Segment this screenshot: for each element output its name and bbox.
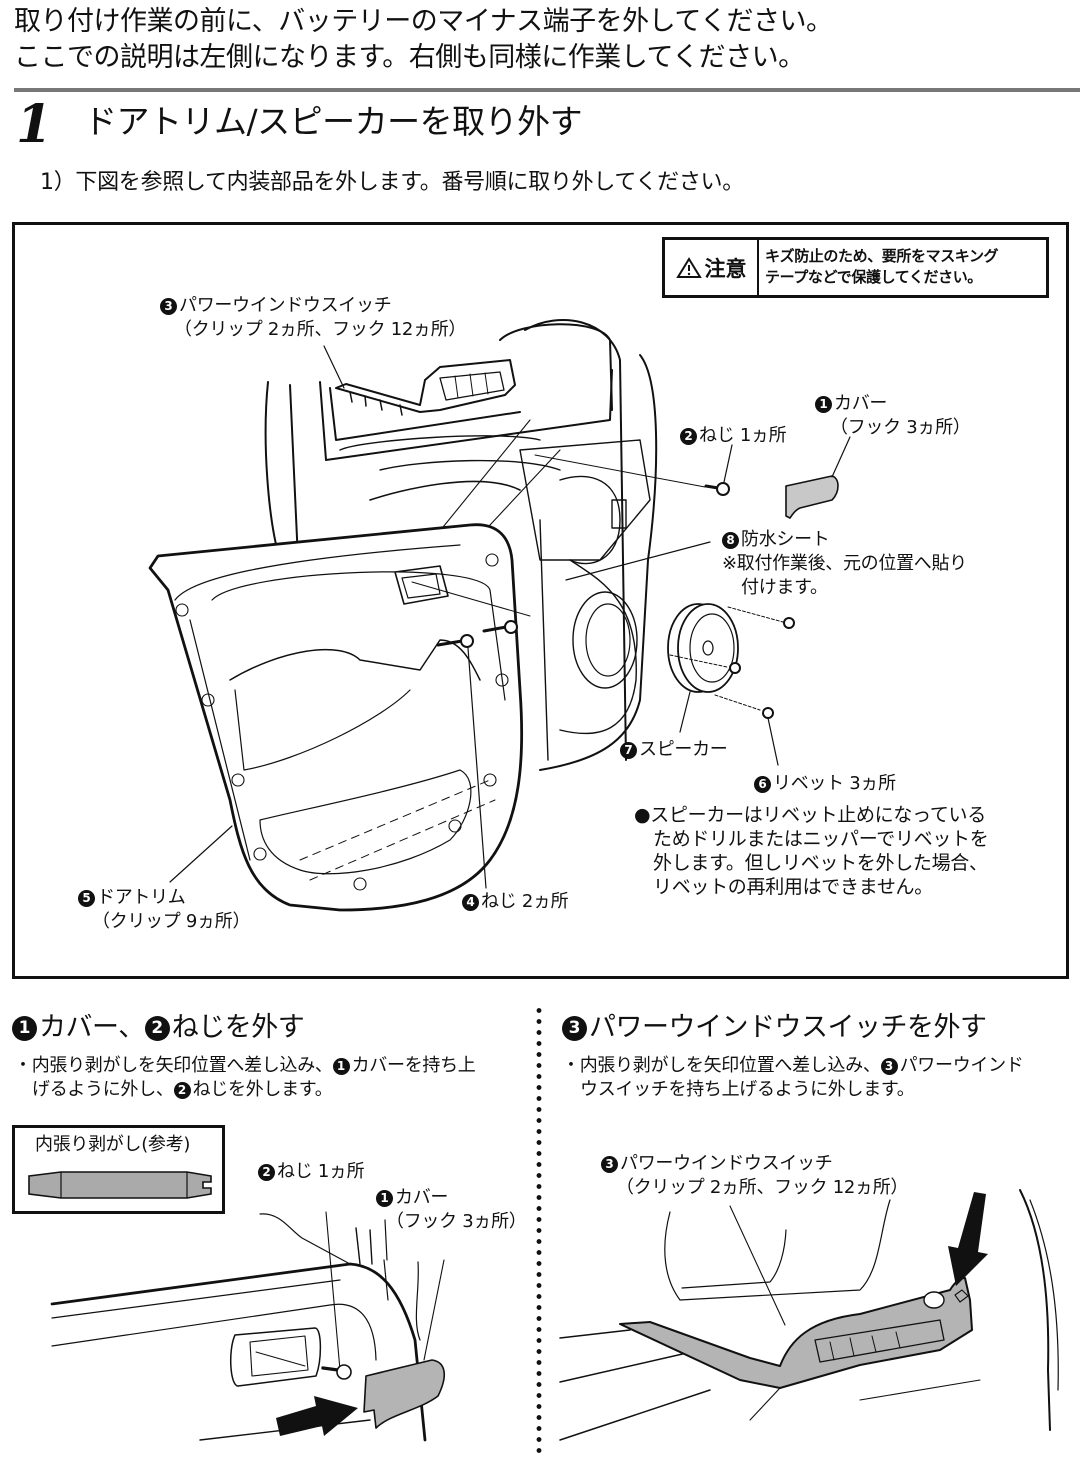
step-instruction: 1）下図を参照して内装部品を外します。番号順に取り外してください。 — [40, 170, 744, 195]
label-part-3-detail: （クリップ 2ヵ所、フック 12ヵ所） — [174, 319, 467, 340]
label-part-5-detail: （クリップ 9ヵ所） — [92, 911, 251, 932]
part-number-badge: 3 — [160, 298, 177, 315]
bullet-icon: ● — [634, 804, 651, 826]
caution-label: 注意 — [704, 256, 747, 281]
door-trim-part — [150, 525, 522, 910]
caution-header: 注意 — [665, 240, 759, 295]
main-diagram-frame — [12, 222, 1069, 979]
tool-label: 内張り剥がし(参考) — [35, 1134, 191, 1155]
screw-2-part — [535, 445, 732, 495]
trim-screws — [412, 582, 530, 647]
speaker-part — [668, 604, 794, 765]
part-number-badge: 6 — [754, 776, 771, 793]
detail-label-part-1-detail: （フック 3ヵ所） — [386, 1211, 527, 1232]
part-number-badge: 3 — [562, 1016, 587, 1041]
part-number-badge: 2 — [144, 1016, 170, 1041]
label-part-1-detail: （フック 3ヵ所） — [830, 417, 971, 438]
caution-box: 注意 キズ防止のため、要所をマスキング テープなどで保護してください。 — [662, 237, 1049, 298]
part-number-badge: 5 — [78, 890, 95, 907]
part-number-badge: 8 — [722, 532, 739, 549]
power-window-switch-part — [336, 360, 515, 415]
part-number-badge: 2 — [680, 428, 697, 445]
intro-warning-line: 取り付け作業の前に、バッテリーのマイナス端子を外してください。 — [14, 6, 833, 37]
part-number-badge: 1 — [12, 1016, 37, 1041]
section-rule — [14, 88, 1080, 92]
part-number-badge: 2 — [258, 1164, 275, 1181]
part-number-badge: 7 — [620, 742, 637, 759]
caution-line-2: テープなどで保護してください。 — [765, 268, 982, 286]
section-right-desc-2: ウスイッチを持ち上げるように外します。 — [580, 1079, 915, 1100]
rivet-note: ●スピーカーはリベット止めになっている ためドリルまたはニッパーでリベットを 外… — [634, 804, 989, 898]
part-number-badge: 4 — [462, 894, 479, 911]
part-number-badge: 1 — [332, 1058, 350, 1075]
intro-side-note: ここでの説明は左側になります。右側も同様に作業してください。 — [14, 42, 805, 73]
switch-removal-diagram — [560, 1190, 1080, 1462]
part-number-badge: 3 — [601, 1156, 618, 1173]
trim-removal-tool-icon — [28, 1171, 212, 1199]
warning-triangle-icon — [675, 256, 702, 278]
sheet-note-line-2: 付けます。 — [741, 577, 828, 598]
part-number-badge: 3 — [880, 1058, 898, 1075]
cover-removal-diagram — [40, 1200, 540, 1462]
part-number-badge: 1 — [815, 396, 832, 413]
cover-1-part — [786, 437, 850, 518]
sheet-note-line-1: ※取付作業後、元の位置へ貼り — [722, 553, 967, 574]
caution-text: キズ防止のため、要所をマスキング テープなどで保護してください。 — [759, 240, 1046, 295]
detail-label-part-3-detail: （クリップ 2ヵ所、フック 12ヵ所） — [616, 1177, 909, 1198]
step-number: 1 — [16, 94, 53, 155]
caution-line-1: キズ防止のため、要所をマスキング — [765, 247, 999, 265]
door-exploded-diagram — [0, 0, 1080, 1000]
part-number-badge: 2 — [173, 1082, 191, 1099]
column-divider — [536, 1005, 542, 1457]
trim-removal-tool-box: 内張り剥がし(参考) — [12, 1125, 225, 1214]
step-title: ドアトリム/スピーカーを取り外す — [84, 102, 583, 141]
part-number-badge: 1 — [376, 1190, 393, 1207]
